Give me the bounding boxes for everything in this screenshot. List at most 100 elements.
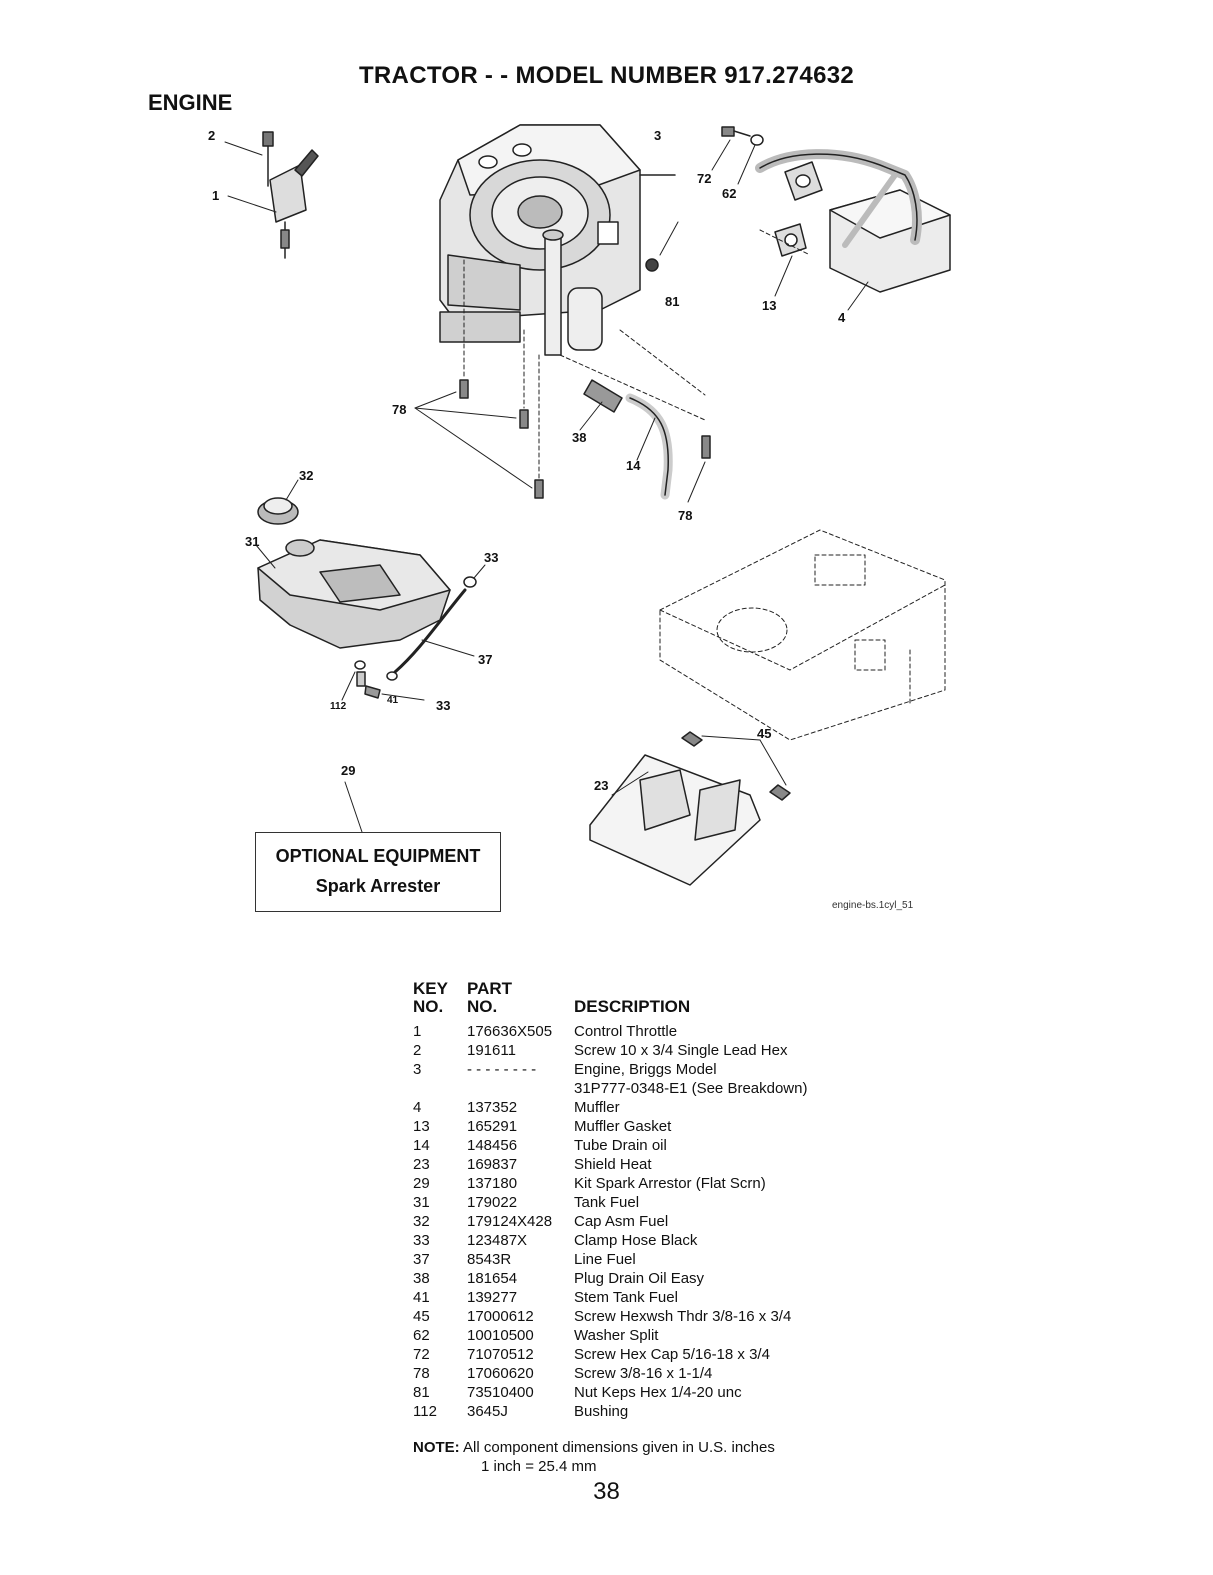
callout-41: 41 xyxy=(387,695,399,706)
table-row: 81 73510400 Nut Keps Hex 1/4-20 unc xyxy=(413,1383,807,1402)
description: Muffler xyxy=(574,1099,620,1116)
part-no xyxy=(467,1079,574,1098)
note: NOTE: All component dimensions given in … xyxy=(413,1438,775,1476)
note-line1: All component dimensions given in U.S. i… xyxy=(463,1439,775,1456)
callout-13: 13 xyxy=(762,298,776,313)
optional-equipment-item: Spark Arrester xyxy=(315,876,441,896)
callout-1: 1 xyxy=(212,188,219,203)
description: Kit Spark Arrestor (Flat Scrn) xyxy=(574,1175,766,1192)
page-title: TRACTOR - - MODEL NUMBER 917.274632 xyxy=(358,62,855,89)
table-row: 38 181654 Plug Drain Oil Easy xyxy=(413,1269,807,1288)
drain-assembly-drawing xyxy=(559,221,706,500)
description: Plug Drain Oil Easy xyxy=(574,1270,705,1287)
part-no: 123487X xyxy=(467,1232,528,1249)
key-no: 38 xyxy=(413,1270,430,1287)
header-description: DESCRIPTION xyxy=(574,997,691,1016)
callout-33-lower: 33 xyxy=(436,698,450,713)
image-code: engine-bs.1cyl_51 xyxy=(832,900,914,911)
description: Screw Hex Cap 5/16-18 x 3/4 xyxy=(574,1346,770,1363)
callout-31: 31 xyxy=(245,534,259,549)
key-no: 3 xyxy=(413,1061,422,1078)
callout-4: 4 xyxy=(838,310,846,325)
callout-37: 37 xyxy=(478,652,492,667)
fuel-tank-drawing xyxy=(255,479,451,649)
key-no: 13 xyxy=(413,1118,430,1135)
callout-32: 32 xyxy=(299,468,313,483)
part-no: 179022 xyxy=(467,1194,518,1211)
callout-38: 38 xyxy=(572,430,586,445)
key-no: 33 xyxy=(413,1232,430,1249)
description: Screw 10 x 3/4 Single Lead Hex xyxy=(574,1042,788,1059)
part-no: 179124X428 xyxy=(467,1213,553,1230)
part-no: 3645J xyxy=(467,1403,508,1420)
table-row: 31P777-0348-E1 (See Breakdown) xyxy=(413,1079,807,1098)
part-no: 169837 xyxy=(467,1156,518,1173)
callout-3: 3 xyxy=(654,128,661,143)
key-no: 1 xyxy=(413,1023,422,1040)
part-no: 148456 xyxy=(467,1137,518,1154)
callout-81: 81 xyxy=(665,294,679,309)
note-line2: 1 inch = 25.4 mm xyxy=(481,1458,597,1475)
part-no: 73510400 xyxy=(467,1384,534,1401)
description: Shield Heat xyxy=(574,1156,652,1173)
description: Washer Split xyxy=(574,1327,659,1344)
table-row: 32 179124X428 Cap Asm Fuel xyxy=(413,1212,807,1231)
exploded-parts-diagram: 2 1 3 72 62 13 4 81 78 38 14 78 32 31 33… xyxy=(208,124,951,886)
parts-table-header-line1: KEY PART xyxy=(413,980,807,998)
table-row: 112 3645J Bushing xyxy=(413,1402,807,1421)
description: 31P777-0348-E1 (See Breakdown) xyxy=(574,1080,808,1097)
key-no xyxy=(413,1079,467,1098)
key-no: 45 xyxy=(413,1308,430,1325)
part-no: 10010500 xyxy=(467,1327,534,1344)
fuel-line-drawing xyxy=(341,564,486,701)
table-row: 33 123487X Clamp Hose Black xyxy=(413,1231,807,1250)
description: Cap Asm Fuel xyxy=(574,1213,669,1230)
key-no: 2 xyxy=(413,1042,422,1059)
part-no: 17000612 xyxy=(467,1308,534,1325)
key-no: 72 xyxy=(413,1346,430,1363)
part-no: 137352 xyxy=(467,1099,518,1116)
callout-33: 33 xyxy=(484,550,498,565)
callout-23: 23 xyxy=(594,778,608,793)
part-no: 137180 xyxy=(467,1175,518,1192)
header-key-line2: NO. xyxy=(413,997,444,1016)
part-no: 181654 xyxy=(467,1270,518,1287)
header-part-line2: NO. xyxy=(467,997,498,1016)
description: Stem Tank Fuel xyxy=(574,1289,678,1306)
description: Muffler Gasket xyxy=(574,1118,672,1135)
key-no: 78 xyxy=(413,1365,430,1382)
key-no: 29 xyxy=(413,1175,430,1192)
part-no: 165291 xyxy=(467,1118,518,1135)
key-no: 41 xyxy=(413,1289,430,1306)
callout-29: 29 xyxy=(341,763,355,778)
description: Nut Keps Hex 1/4-20 unc xyxy=(574,1384,742,1401)
note-label: NOTE: xyxy=(413,1439,460,1456)
parts-table-header-line2: NO. NO. DESCRIPTION xyxy=(413,998,807,1016)
description: Tube Drain oil xyxy=(574,1137,667,1154)
part-no: 139277 xyxy=(467,1289,518,1306)
table-row: 41 139277 Stem Tank Fuel xyxy=(413,1288,807,1307)
chassis-plate-drawing xyxy=(659,529,946,741)
key-no: 62 xyxy=(413,1327,430,1344)
table-row: 62 10010500 Washer Split xyxy=(413,1326,807,1345)
table-row: 13 165291 Muffler Gasket xyxy=(413,1117,807,1136)
key-no: 14 xyxy=(413,1137,430,1154)
key-no: 37 xyxy=(413,1251,430,1268)
description: Engine, Briggs Model xyxy=(574,1061,717,1078)
heat-shield-drawing xyxy=(589,731,791,886)
screws-78-drawing xyxy=(414,259,711,503)
description: Line Fuel xyxy=(574,1251,636,1268)
description: Bushing xyxy=(574,1403,629,1420)
key-no: 112 xyxy=(413,1403,437,1420)
table-row: 37 8543R Line Fuel xyxy=(413,1250,807,1269)
part-no: 8543R xyxy=(467,1251,512,1268)
description: Clamp Hose Black xyxy=(574,1232,698,1249)
key-no: 32 xyxy=(413,1213,430,1230)
section-title: ENGINE xyxy=(148,90,233,115)
key-no: 81 xyxy=(413,1384,430,1401)
